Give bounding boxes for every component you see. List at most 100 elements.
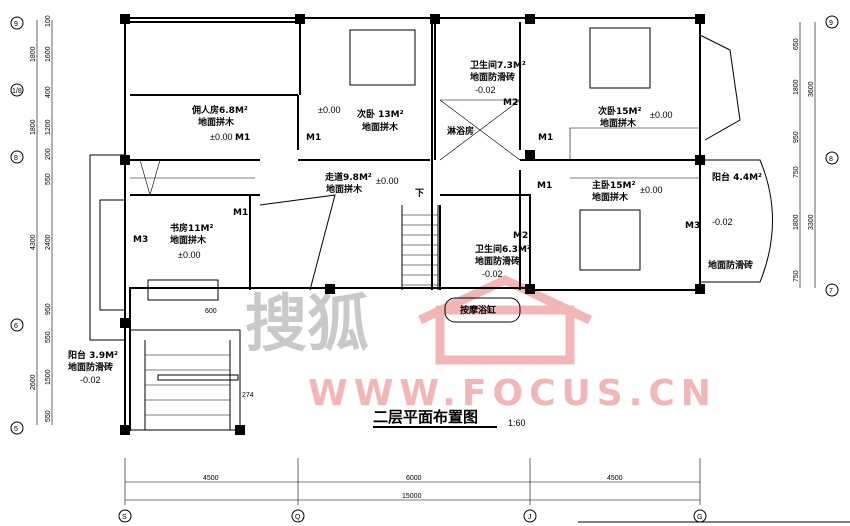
svg-text:阳台 4.4M²: 阳台 4.4M² [712, 171, 762, 183]
svg-text:1800: 1800 [793, 214, 800, 230]
dimensions-bottom: 4500 6000 4500 15000 S Q J G [118, 458, 850, 523]
columns [120, 14, 705, 435]
svg-text:卫生间7.3M²: 卫生间7.3M² [470, 59, 526, 71]
tub-label: 按摩浴缸 [460, 304, 496, 316]
watermark-logo [418, 275, 592, 365]
svg-text:地面拼木: 地面拼木 [600, 117, 637, 129]
svg-text:J: J [528, 514, 532, 521]
dimensions-right: 650 1800 950 750 1800 750 3600 3300 [793, 22, 816, 288]
svg-text:5: 5 [14, 426, 18, 433]
svg-text:9: 9 [829, 20, 833, 27]
svg-text:M2: M2 [503, 98, 518, 108]
room-master: 主卧15M² 地面拼木 ±0.00 [592, 179, 662, 203]
svg-text:地面拼木: 地面拼木 [170, 234, 207, 246]
svg-text:1200: 1200 [45, 119, 52, 135]
svg-text:1500: 1500 [45, 369, 52, 385]
svg-text:M3: M3 [685, 221, 700, 231]
svg-text:地面防滑砖: 地面防滑砖 [68, 361, 113, 373]
svg-text:M1: M1 [538, 133, 553, 143]
svg-text:二层平面布置图: 二层平面布置图 [373, 408, 478, 426]
svg-text:-0.02: -0.02 [482, 269, 503, 279]
svg-text:地面防滑砖: 地面防滑砖 [708, 259, 753, 271]
drawing-title: 二层平面布置图 1:60 [373, 408, 526, 428]
svg-text:8: 8 [14, 155, 18, 162]
svg-text:地面防滑砖: 地面防滑砖 [470, 71, 515, 83]
svg-text:M1: M1 [306, 133, 321, 143]
axes-right: 9 8 7 [825, 15, 839, 297]
svg-text:200: 200 [45, 148, 52, 160]
svg-text:±0.00: ±0.00 [640, 185, 662, 195]
svg-text:650: 650 [793, 38, 800, 50]
svg-text:750: 750 [793, 270, 800, 282]
room-bedroom-15: 次卧15M² 地面拼木 ±0.00 [598, 105, 672, 129]
stairs-down-label: 下 [415, 188, 424, 199]
svg-text:G: G [697, 514, 702, 521]
svg-text:100: 100 [45, 15, 52, 27]
svg-text:4300: 4300 [30, 234, 37, 250]
svg-text:550: 550 [45, 173, 52, 185]
room-study: 书房11M² 地面拼木 ±0.00 [170, 222, 213, 260]
svg-text:M1: M1 [537, 181, 552, 191]
svg-text:3300: 3300 [808, 214, 815, 230]
shower-label: 淋浴房 [447, 125, 474, 137]
svg-text:M1: M1 [235, 133, 250, 143]
svg-text:1600: 1600 [45, 46, 52, 62]
svg-text:750: 750 [793, 166, 800, 178]
svg-text:±0.00: ±0.00 [650, 110, 672, 120]
svg-text:1/8: 1/8 [12, 88, 22, 95]
svg-text:6000: 6000 [406, 475, 422, 482]
watermark-sohu: 搜狐 [245, 287, 369, 360]
svg-text:卫生间6.3M²: 卫生间6.3M² [475, 243, 531, 255]
svg-text:274: 274 [242, 392, 254, 399]
watermark-url: WWW.FOCUS.CN [308, 373, 717, 414]
svg-text:550: 550 [45, 410, 52, 422]
svg-text:1800: 1800 [30, 119, 37, 135]
svg-text:阳台 3.9M²: 阳台 3.9M² [68, 349, 118, 361]
svg-text:6: 6 [14, 323, 18, 330]
drawing-scale: 1:60 [508, 418, 526, 428]
svg-text:地面拼木: 地面拼木 [326, 183, 363, 195]
svg-text:主卧15M²: 主卧15M² [592, 179, 635, 191]
dimensions-left: 1800 1800 4300 2600 100 1600 400 1200 20… [30, 15, 53, 425]
svg-text:±0.00: ±0.00 [210, 132, 232, 142]
svg-text:书房11M²: 书房11M² [170, 222, 213, 234]
svg-text:±0.00: ±0.00 [318, 105, 340, 115]
svg-text:3600: 3600 [808, 81, 815, 97]
svg-text:4500: 4500 [203, 475, 219, 482]
svg-text:次卧15M²: 次卧15M² [598, 105, 641, 117]
svg-text:±0.00: ±0.00 [376, 176, 398, 186]
room-bedroom-13: 次卧 13M² 地面拼木 ±0.00 [318, 105, 404, 133]
room-balcony-3-9: 阳台 3.9M² 地面防滑砖 -0.02 [68, 349, 118, 385]
room-corridor: 走道9.8M² 地面拼木 ±0.00 下 [324, 171, 424, 199]
svg-text:2400: 2400 [45, 234, 52, 250]
svg-text:地面拼木: 地面拼木 [362, 121, 399, 133]
svg-text:M2: M2 [513, 231, 528, 241]
svg-text:走道9.8M²: 走道9.8M² [324, 171, 372, 183]
svg-text:1800: 1800 [793, 79, 800, 95]
svg-text:M1: M1 [233, 208, 248, 218]
svg-text:600: 600 [205, 308, 217, 315]
svg-text:2600: 2600 [30, 374, 37, 390]
svg-text:9: 9 [14, 21, 18, 28]
axes-left: 9 1/8 8 6 5 [10, 16, 24, 435]
svg-text:地面防滑砖: 地面防滑砖 [475, 255, 520, 267]
svg-text:-0.02: -0.02 [80, 375, 101, 385]
svg-text:950: 950 [45, 303, 52, 315]
svg-text:15000: 15000 [402, 493, 422, 500]
svg-text:次卧 13M²: 次卧 13M² [357, 108, 404, 120]
svg-text:950: 950 [793, 131, 800, 143]
svg-text:400: 400 [45, 86, 52, 98]
svg-text:4500: 4500 [607, 475, 623, 482]
svg-text:地面拼木: 地面拼木 [592, 191, 629, 203]
room-bath-7-3: 卫生间7.3M² 地面防滑砖 -0.02 淋浴房 [447, 59, 526, 137]
svg-text:8: 8 [829, 156, 833, 163]
room-bath-6-3: 卫生间6.3M² 地面防滑砖 -0.02 按摩浴缸 [460, 243, 531, 316]
svg-text:550: 550 [45, 331, 52, 343]
svg-text:佣人房6.8M²: 佣人房6.8M² [191, 104, 248, 116]
svg-text:Q: Q [295, 514, 301, 521]
svg-text:-0.02: -0.02 [475, 85, 496, 95]
svg-text:S: S [122, 514, 127, 521]
svg-text:-0.02: -0.02 [712, 217, 733, 227]
watermark: 搜狐 WWW.FOCUS.CN [245, 275, 717, 414]
